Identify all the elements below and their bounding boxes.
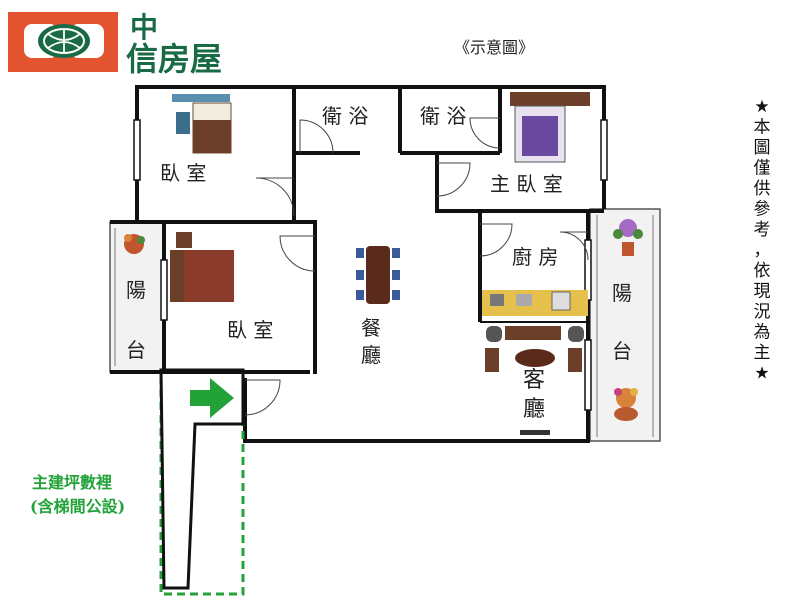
note-char: 依 <box>754 261 771 281</box>
sofa-set-icon <box>485 326 584 372</box>
bed-icon <box>172 94 232 154</box>
label-bath-right: 衛 浴 <box>420 104 466 128</box>
kitchen-counter-icon <box>482 290 588 316</box>
note-char: 圖 <box>754 138 771 158</box>
dining-table-icon <box>356 246 400 304</box>
label-balcony-right-1: 陽 <box>612 281 632 305</box>
label-dining-1: 餐 <box>361 316 381 340</box>
label-kitchen: 廚 房 <box>512 245 558 269</box>
note-char: 本 <box>754 118 771 138</box>
label-bedroom-mid: 臥 室 <box>227 318 273 342</box>
label-living-2: 廳 <box>523 397 545 422</box>
brand-logo <box>8 12 118 72</box>
note-char: ★ <box>754 364 769 384</box>
note-char: 為 <box>754 323 771 343</box>
note-char: ★ <box>754 97 769 117</box>
note-char: 況 <box>754 302 771 322</box>
note-char: 僅 <box>754 159 771 179</box>
brand-name-line1: 中 <box>130 11 158 44</box>
window-living <box>584 339 592 411</box>
label-balcony-left-2: 台 <box>126 338 146 362</box>
plant-icon-right-bottom <box>614 388 638 421</box>
note-char: 參 <box>754 200 771 220</box>
label-bedroom-top: 臥 室 <box>160 161 206 185</box>
note-char: ， <box>754 241 771 261</box>
label-dining-2: 廳 <box>361 343 381 367</box>
plant-icon-left <box>124 234 145 254</box>
plan-caption: 《示意圖》 <box>454 38 534 57</box>
label-master-bedroom: 主 臥 室 <box>490 172 563 196</box>
window-bedroom-mid <box>160 259 168 321</box>
bed-icon-mid <box>170 232 234 302</box>
brand-name-line2: 信房屋 <box>126 40 222 78</box>
master-bed-icon <box>510 92 590 163</box>
tv-icon <box>520 430 550 435</box>
label-living-1: 客 <box>523 368 545 393</box>
note-char: 現 <box>754 282 771 302</box>
label-balcony-left-1: 陽 <box>126 278 146 302</box>
main-area-label-line2: (含梯間公設) <box>30 497 125 516</box>
note-char: 供 <box>754 179 771 199</box>
window-bedroom-top <box>133 119 141 181</box>
main-area-label-line1: 主建坪數裡 <box>32 473 112 492</box>
door-swings <box>244 117 589 416</box>
label-balcony-right-2: 台 <box>612 339 632 363</box>
stairwell-outline <box>159 368 245 590</box>
plant-icon-right-top <box>613 219 643 256</box>
note-char: 考 <box>754 220 771 240</box>
label-bath-left: 衛 浴 <box>322 104 368 128</box>
entrance-arrow-icon <box>190 378 234 418</box>
window-master <box>600 119 608 181</box>
note-char: 主 <box>754 343 771 363</box>
